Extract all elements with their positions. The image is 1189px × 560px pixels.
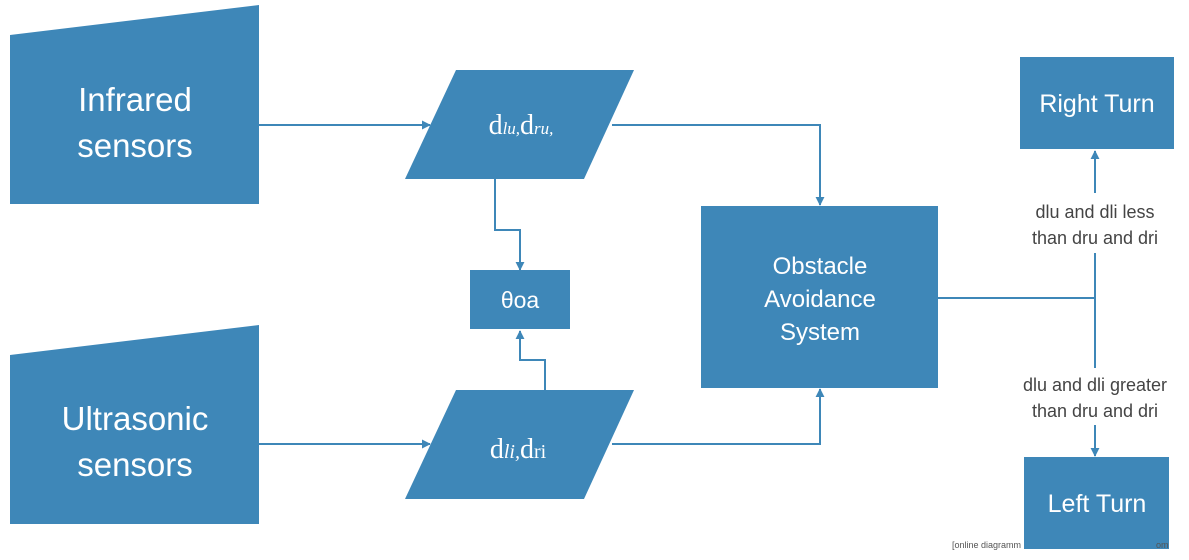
right-turn-node: Right Turn bbox=[1020, 57, 1174, 149]
lower-data-label: dli,dri bbox=[490, 434, 547, 465]
edge-labels: dlu and dli less than dru and dri dlu an… bbox=[1023, 202, 1167, 421]
theta-oa-label: θoa bbox=[501, 287, 540, 313]
left-turn-shape bbox=[1024, 457, 1169, 549]
obstacle-avoidance-system-shape bbox=[701, 206, 938, 388]
theta-oa-shape bbox=[470, 270, 570, 329]
edge-upper-data-to-oas bbox=[612, 124, 825, 206]
oas-label-line3: System bbox=[780, 319, 860, 346]
watermark: [online diagramm om bbox=[952, 540, 1169, 550]
ultrasonic-label-line1: Ultrasonic bbox=[62, 400, 209, 437]
oas-label-line2: Avoidance bbox=[764, 286, 876, 313]
edge-lower-data-to-oas bbox=[612, 388, 825, 445]
upper-data-shape bbox=[405, 70, 634, 179]
edges bbox=[259, 120, 1100, 457]
infrared-label-line2: sensors bbox=[77, 127, 193, 164]
left-turn-node: Left Turn bbox=[1024, 457, 1169, 549]
infrared-sensors-shape bbox=[10, 5, 259, 204]
ultrasonic-label-line2: sensors bbox=[77, 446, 193, 483]
lower-data-shape bbox=[405, 390, 634, 499]
ultrasonic-sensors-shape bbox=[10, 325, 259, 524]
watermark-right: om bbox=[1156, 540, 1169, 550]
edge-upper-data-to-theta bbox=[494, 179, 525, 271]
left-condition-line2: than dru and dri bbox=[1032, 401, 1158, 421]
theta-oa-node: θoa bbox=[470, 270, 570, 329]
infrared-label-line1: Infrared bbox=[78, 81, 192, 118]
left-turn-label: Left Turn bbox=[1048, 490, 1147, 518]
ultrasonic-sensors-node: Ultrasonic sensors bbox=[10, 325, 259, 524]
watermark-left: [online diagramm bbox=[952, 540, 1021, 550]
oas-label-line1: Obstacle bbox=[773, 253, 868, 280]
right-condition-line2: than dru and dri bbox=[1032, 228, 1158, 248]
upper-data-label: dlu,dru, bbox=[489, 110, 554, 141]
right-condition-line1: dlu and dli less bbox=[1035, 202, 1154, 222]
right-turn-label: Right Turn bbox=[1039, 90, 1154, 118]
obstacle-avoidance-system-node: Obstacle Avoidance System bbox=[701, 206, 938, 388]
lower-data-node: dli,dri bbox=[405, 390, 634, 499]
edge-lower-data-to-theta bbox=[515, 330, 546, 391]
left-condition-line1: dlu and dli greater bbox=[1023, 375, 1167, 395]
infrared-sensors-node: Infrared sensors bbox=[10, 5, 259, 204]
right-turn-shape bbox=[1020, 57, 1174, 149]
upper-data-node: dlu,dru, bbox=[405, 70, 634, 179]
